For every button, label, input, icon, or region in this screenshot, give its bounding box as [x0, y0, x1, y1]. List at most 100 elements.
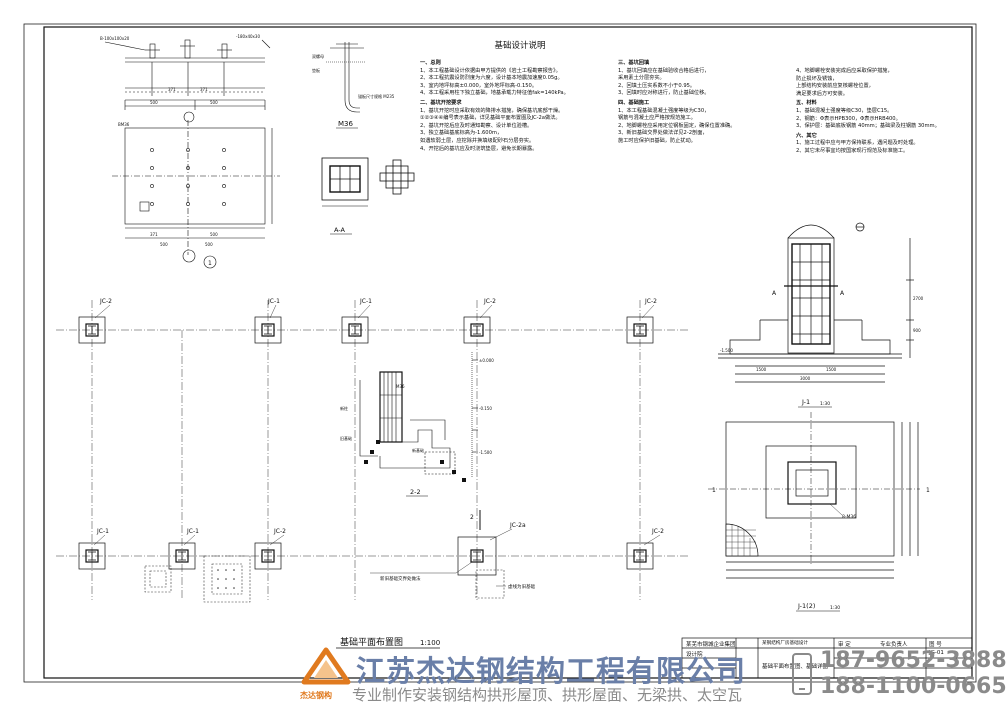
note-line: 采用素土分层夯实。 [618, 75, 665, 82]
svg-text:-0.150: -0.150 [479, 406, 492, 411]
note-line: 1、基础混凝土强度等级C30，垫层C15。 [796, 107, 893, 114]
plan-labels-bottom: JC-1 JC-1 JC-2 JC-2a JC-2 [96, 522, 664, 535]
m36-bolt-detail [326, 42, 366, 113]
notes-heading: 三、基坑回填 [618, 60, 650, 66]
section-j12-label: J-1(2) [797, 602, 815, 610]
footing [626, 316, 654, 344]
svg-text:-1.500: -1.500 [720, 348, 733, 353]
svg-text:-1.500: -1.500 [479, 450, 492, 455]
notes-heading: 五、材料 [796, 100, 817, 107]
footing [168, 542, 196, 570]
note-line: 2、本工程抗震设防烈度为六度，设计基本地震加速度0.05g。 [420, 75, 563, 82]
plan-labels-top: JC-2 JC-1 JC-1 JC-2 JC-2 [99, 298, 657, 305]
note-line: 上部结构安装前应复核螺栓位置， [796, 83, 874, 90]
note-line: 钢筋与混凝土应严格按规范施工。 [618, 115, 696, 122]
tb-sheet-no-label: 图 号 [929, 642, 942, 648]
svg-text:±0.000: ±0.000 [479, 358, 494, 363]
old-foundation-dots [217, 569, 235, 589]
footing [254, 542, 282, 570]
tb-project: 某钢结构厂房基础设计 [762, 641, 808, 646]
svg-text:新基础: 新基础 [412, 447, 424, 453]
footing-label: JC-2 [99, 298, 112, 305]
footing-label: JC-2a [509, 522, 526, 529]
note-line: 2、钢筋：Φ表示HPB300，Φ表示HRB400。 [796, 115, 901, 122]
footing-row-top [78, 316, 654, 344]
tb-check: 专业负责人 [880, 642, 908, 648]
note-line: 2、地脚螺栓应采用定位钢板固定，确保位置准确。 [618, 122, 736, 129]
title-block [681, 637, 973, 679]
base-plate-plan [112, 120, 280, 269]
note-line: ①②③④④编号表示基础，详见基础平面布置图及JC-2a做法。 [420, 115, 561, 122]
svg-text:新柱: 新柱 [340, 405, 348, 411]
footing-label: JC-1 [267, 298, 280, 305]
plan-note: 新旧基础交界处做法 [380, 575, 421, 582]
svg-text:旧基础: 旧基础 [340, 435, 352, 441]
svg-text:1500: 1500 [756, 367, 767, 372]
svg-text:-180x40x30: -180x40x30 [236, 34, 260, 39]
note-line: 防止损坏及锈蚀， [796, 75, 838, 82]
note-line: 3、保护层：基础底板钢筋 40mm；基础梁及柱钢筋 30mm。 [796, 123, 940, 130]
bolt-label: 8-M36 [842, 514, 856, 520]
notes-heading: 一、总则 [420, 60, 441, 66]
svg-text:B-100x100x20: B-100x100x20 [100, 36, 130, 41]
note-line: 2、回填土压实系数不小于0.95。 [618, 82, 696, 89]
note-line: 2、其它未尽事宜均按国家现行规范及标准施工。 [796, 147, 909, 154]
footing-label: JC-2 [644, 298, 657, 305]
section-11-scale: 1:30 [820, 401, 830, 407]
svg-text:1500: 1500 [826, 367, 837, 372]
grid-mark: 2 [470, 514, 474, 521]
section-m36-label: M36 [338, 120, 353, 128]
svg-text:垫板: 垫板 [312, 67, 320, 73]
notes-heading: 四、基础施工 [618, 99, 650, 106]
svg-text:3000: 3000 [800, 376, 811, 381]
tb-drawing-name: 基础平面布置图、基础详图 [762, 664, 829, 670]
footing [626, 542, 654, 570]
notes-heading: 二、基坑开挖要求 [420, 99, 462, 106]
plan-note: 虚线为旧基础 [508, 583, 535, 590]
footing-label: JC-2 [483, 298, 496, 305]
notes-column-1: 一、总则 1、本工程基础设计依据由甲方提供的《岩土工程勘察报告》。 2、本工程抗… [420, 58, 610, 153]
section-aa-label: A-A [334, 226, 346, 234]
footing [341, 316, 369, 344]
plan-title: 基础平面布置图 [340, 636, 403, 648]
section-11-label: J-1 [801, 398, 810, 406]
note-line: 满足要求后方可安装。 [796, 90, 848, 97]
svg-text:BM36: BM36 [118, 122, 130, 127]
svg-text:371: 371 [168, 87, 176, 92]
section-22-label: 2-2 [410, 488, 421, 496]
footing-label: JC-1 [186, 528, 199, 535]
footing [457, 536, 497, 576]
note-line: 施工时应保护旧基础，防止扰动。 [618, 137, 696, 144]
cut-mark-a: A [772, 290, 777, 297]
cut-mark-1: 1 [712, 487, 716, 494]
svg-text:500: 500 [210, 232, 218, 237]
plan-scale: 1:100 [420, 639, 440, 647]
svg-text:500: 500 [210, 100, 218, 105]
notes-column-2: 三、基坑回填 1、基坑回填应在基础验收合格后进行， 采用素土分层夯实。 2、回填… [618, 58, 786, 146]
cut-mark-a: A [840, 290, 845, 297]
footing-label: JC-1 [359, 298, 372, 305]
section-2-2-hatch [364, 440, 466, 482]
svg-text:500: 500 [205, 242, 213, 247]
svg-text:500: 500 [160, 242, 168, 247]
footing-label: JC-2 [651, 528, 664, 535]
note-line: 2、基坑开挖后应及时通知勘察、设计单位验槽。 [420, 122, 533, 129]
svg-text:2700: 2700 [913, 296, 924, 301]
note-line: 4、地脚螺栓安装完成后应采取保护措施， [796, 68, 893, 74]
footing-label: JC-2 [273, 528, 286, 535]
notes-heading: 六、其它 [796, 132, 817, 139]
note-line: 1、本工程基础设计依据由甲方提供的《岩土工程勘察报告》。 [420, 67, 561, 74]
note-line: 1、基坑开挖时应采取有效的降排水措施，确保基坑底部干燥。 [420, 107, 564, 114]
footing [463, 316, 491, 344]
note-line: 3、回填时应对称进行，防止基础位移。 [618, 90, 710, 97]
footing-plan-j1 [708, 412, 920, 579]
sheet-border-inner [43, 26, 973, 679]
notes-column-3: 4、地脚螺栓安装完成后应采取保护措施， 防止损坏及锈蚀， 上部结构安装前应复核螺… [796, 68, 968, 156]
note-line: 3、独立基础基底标高为-1.600m， [420, 130, 503, 137]
sheet-border-outer [23, 23, 977, 683]
footing [78, 542, 106, 570]
section-1-1 [718, 222, 914, 383]
svg-text:371: 371 [150, 232, 158, 237]
note-line: 1、基坑回填应在基础验收合格后进行， [618, 67, 710, 74]
tb-audit: 审 定 [838, 642, 851, 648]
